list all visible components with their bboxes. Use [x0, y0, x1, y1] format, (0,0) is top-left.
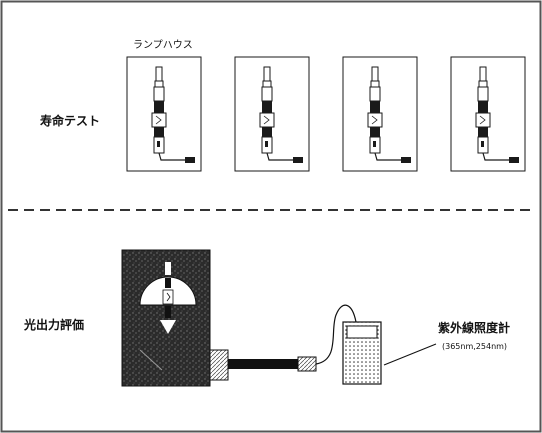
- wavelength-label: (365nm,254nm): [442, 342, 508, 351]
- life-test-label: 寿命テスト: [40, 114, 101, 128]
- light-evaluation-box: [121, 249, 211, 387]
- lamp-house-group: [126, 56, 526, 172]
- uv-meter-device: [342, 321, 382, 385]
- sensor-probe: [228, 356, 317, 372]
- lamp-house-label: ランプハウス: [133, 40, 193, 51]
- lamp-house: [450, 56, 526, 172]
- lamp-house: [126, 56, 202, 172]
- sensor-cable: [315, 304, 357, 365]
- meter-leader-line: [383, 343, 437, 366]
- sensor-port: [209, 349, 229, 381]
- light-output-evaluation-label: 光出力評価: [24, 318, 85, 332]
- uv-meter-label: 紫外線照度計: [438, 321, 511, 335]
- lamp-house: [234, 56, 310, 172]
- lamp-house: [342, 56, 418, 172]
